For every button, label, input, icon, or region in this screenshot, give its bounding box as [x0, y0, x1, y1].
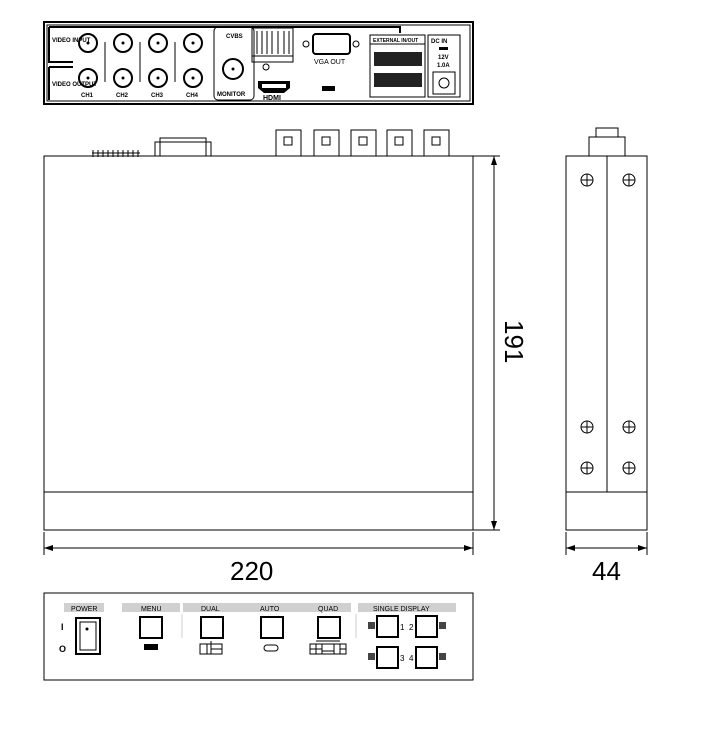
channel-2-icon: [439, 622, 446, 629]
power-label: POWER: [71, 606, 97, 613]
ch1-label: CH1: [81, 93, 94, 99]
hdmi-label: HDMI: [263, 95, 281, 102]
dc-jack: [438, 77, 450, 89]
top-connectors: [275, 129, 450, 157]
depth-value: 191: [499, 320, 529, 363]
audio-relay-terminal: [251, 27, 294, 71]
ch4-label: CH4: [186, 93, 199, 99]
ch3-label: CH3: [151, 93, 164, 99]
single-display-label: SINGLE DISPLAY: [373, 606, 430, 613]
monitor-label: MONITOR: [217, 92, 246, 98]
external-io-terminal: [369, 34, 426, 98]
depth-dimension: 191: [473, 155, 529, 531]
vga-out-label: VGA OUT: [314, 59, 346, 66]
dual-layout-icon: [199, 641, 223, 655]
power-on-mark: I: [61, 622, 64, 632]
current-label: 1.0A: [437, 63, 450, 69]
screw-icons: [580, 173, 636, 475]
height-dimension: 44: [565, 532, 648, 586]
auto-label: AUTO: [260, 606, 280, 613]
power-switch[interactable]: [75, 617, 101, 655]
quad-button[interactable]: [317, 616, 341, 639]
channel-3-icon: [368, 653, 375, 660]
vga-port: [302, 33, 360, 55]
quad-label: QUAD: [318, 606, 338, 613]
height-value: 44: [592, 556, 621, 586]
menu-button[interactable]: [139, 616, 163, 639]
cvbs-label: CVBS: [226, 34, 243, 40]
front-panel: POWER MENU DUAL AUTO QUAD SINGLE DISPLAY…: [43, 592, 474, 681]
quad-layout-icon: [309, 640, 347, 655]
single-display-2-button[interactable]: [415, 615, 438, 638]
single-1-label: 1: [400, 623, 405, 632]
dual-button[interactable]: [200, 616, 224, 639]
dual-label: DUAL: [201, 606, 220, 613]
external-io-label: EXTERNAL IN/OUT: [373, 38, 418, 44]
single-3-label: 3: [400, 654, 405, 663]
width-value: 220: [230, 556, 273, 586]
power-off-mark: O: [59, 644, 66, 654]
single-display-4-button[interactable]: [415, 646, 438, 669]
auto-cycle-icon: [263, 644, 279, 652]
bnc-connectors: [78, 33, 203, 88]
single-4-label: 4: [409, 654, 414, 663]
menu-label: MENU: [141, 606, 162, 613]
ch2-label: CH2: [116, 93, 129, 99]
rear-panel: VIDEO INPUT VIDEO OUTPUT CH1 CH2 CH3 CH4…: [43, 21, 474, 105]
channel-4-icon: [439, 653, 446, 660]
usb-port: [322, 86, 335, 91]
video-input-label: VIDEO INPUT: [52, 38, 91, 44]
voltage-label: 12V: [438, 55, 449, 61]
side-view: [565, 127, 648, 531]
video-output-label: VIDEO OUTPUT: [52, 82, 97, 88]
single-display-3-button[interactable]: [376, 646, 399, 669]
channel-1-icon: [368, 622, 375, 629]
single-2-label: 2: [409, 623, 414, 632]
width-dimension: 220: [43, 532, 474, 586]
top-view: [43, 129, 474, 531]
polarity-icon: [439, 47, 448, 50]
auto-button[interactable]: [260, 616, 284, 639]
menu-icon: [144, 644, 158, 650]
dc-in-label: DC IN: [431, 39, 447, 45]
hdmi-port: [258, 81, 290, 93]
single-display-1-button[interactable]: [376, 615, 399, 638]
